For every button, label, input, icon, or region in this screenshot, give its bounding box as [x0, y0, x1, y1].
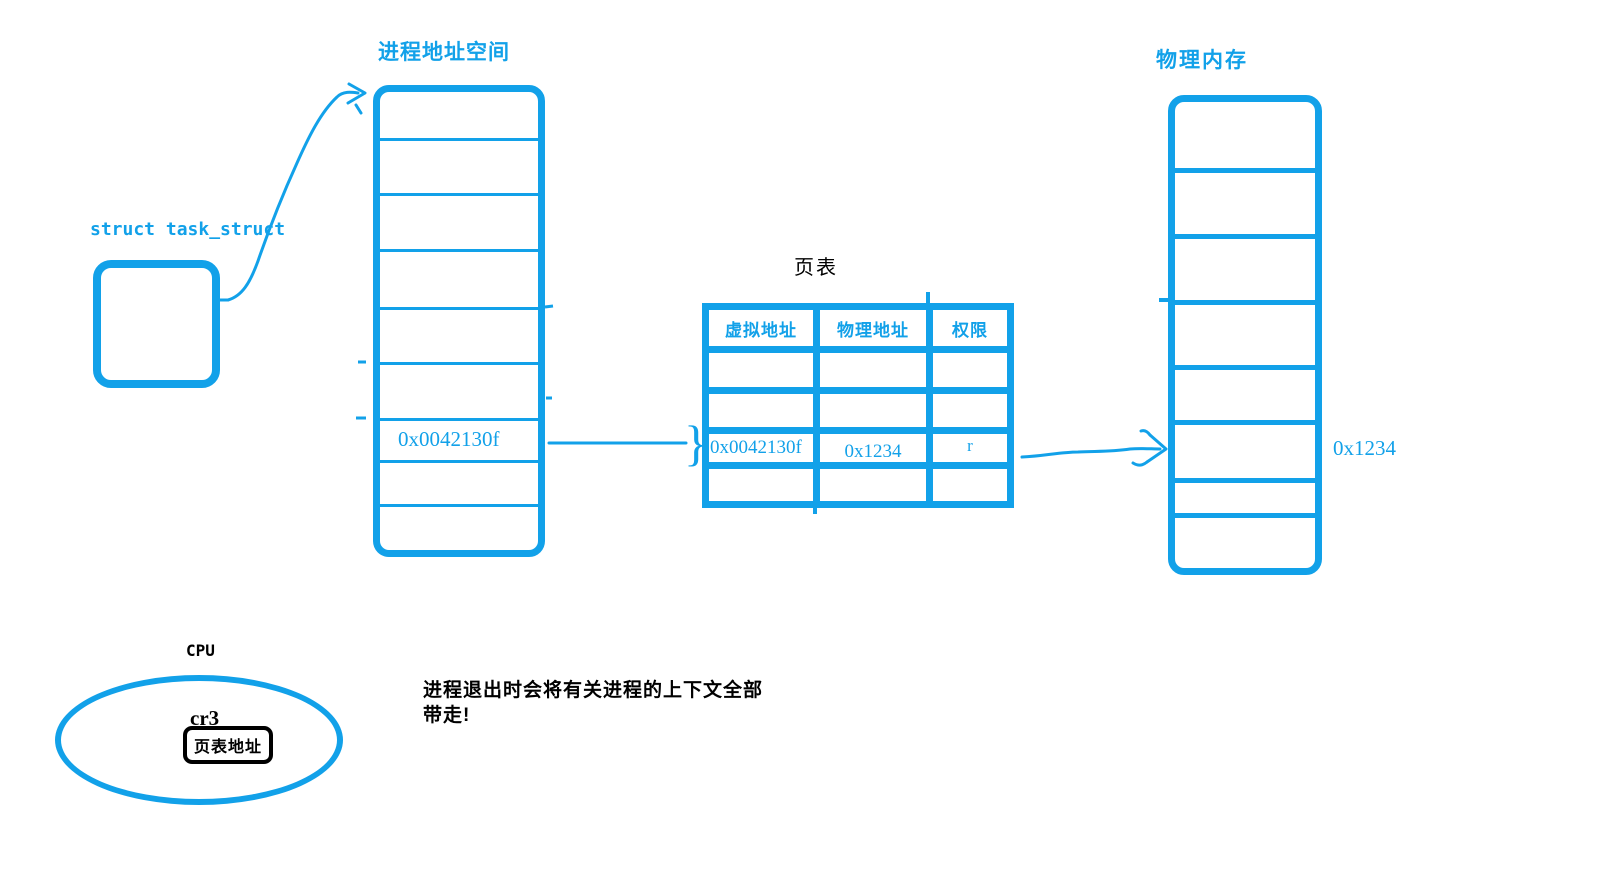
arrowhead-physical-memory-icon	[1145, 433, 1168, 464]
segment-divider	[380, 307, 538, 310]
physical-frame-label: 0x1234	[1333, 436, 1396, 460]
page-table-cell-virtual: 0x0042130f	[709, 434, 813, 462]
physical-memory-stack	[1168, 95, 1322, 575]
arrowhead-tail-squiggle	[1131, 460, 1149, 467]
page-table-cell-physical: 0x1234	[820, 434, 926, 462]
page-table-cell	[709, 394, 813, 427]
page-table-cell	[933, 394, 1007, 427]
page-table-cell	[820, 353, 926, 387]
page-table-cell	[820, 394, 926, 427]
page-table-title: 页表	[794, 257, 838, 279]
page-table-cell	[709, 353, 813, 387]
page-table-header-physical: 物理地址	[820, 310, 926, 346]
note-line-1: 进程退出时会将有关进程的上下文全部	[423, 680, 764, 701]
note-line-2: 带走!	[423, 705, 471, 726]
frame-divider	[1175, 168, 1315, 173]
note-annotation: 进程退出时会将有关进程的上下文全部 带走!	[423, 678, 768, 728]
page-table-cell	[709, 469, 813, 501]
page-table-cell	[820, 469, 926, 501]
frame-divider	[1175, 300, 1315, 305]
page-table-cell	[933, 469, 1007, 501]
page-table-header-virtual: 虚拟地址	[709, 310, 813, 346]
address-space-title: 进程地址空间	[378, 41, 510, 64]
frame-divider	[1175, 420, 1315, 425]
segment-divider	[380, 249, 538, 252]
task-struct-to-address-space-arrow	[226, 90, 360, 302]
arrowhead-address-space-icon	[346, 82, 367, 105]
segment-divider	[380, 362, 538, 365]
segment-divider	[380, 460, 538, 463]
page-table-cell	[933, 353, 1007, 387]
page-table-cell-perm: r	[933, 434, 1007, 462]
page-table-address-box: 页表地址	[183, 726, 273, 764]
task-struct-label: struct task_struct	[90, 219, 286, 240]
segment-divider	[380, 418, 538, 421]
physical-memory-title: 物理内存	[1156, 49, 1248, 72]
arrowhead-top-squiggle	[1139, 429, 1152, 437]
frame-divider	[1175, 513, 1315, 518]
task-struct-box	[93, 260, 220, 388]
segment-divider	[380, 193, 538, 196]
arrowhead-tick	[354, 103, 363, 115]
frame-divider	[1175, 478, 1315, 483]
virtual-address-entry: 0x0042130f	[398, 427, 500, 451]
cpu-label: CPU	[186, 641, 215, 660]
stray-tick	[544, 304, 554, 309]
page-table-to-physical-memory-arrow	[1020, 447, 1162, 459]
segment-divider	[380, 138, 538, 141]
address-space-stack: 0x0042130f	[373, 85, 545, 557]
segment-divider	[380, 504, 538, 507]
page-table-header-perm: 权限	[933, 310, 1007, 346]
page-table: 虚拟地址 物理地址 权限 0x0042130f 0x1234 r	[702, 303, 1014, 508]
frame-divider	[1175, 365, 1315, 370]
frame-divider	[1175, 234, 1315, 239]
